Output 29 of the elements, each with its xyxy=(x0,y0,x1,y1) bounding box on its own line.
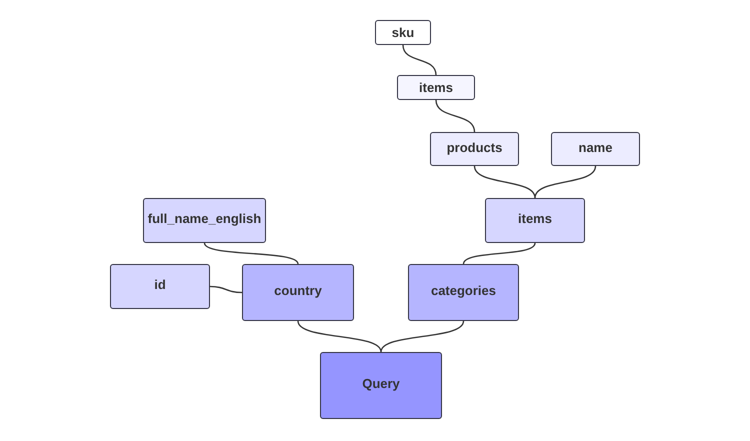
connector-line xyxy=(402,44,437,76)
connector-line xyxy=(204,242,299,264)
field-box xyxy=(485,198,585,243)
field-name: name xyxy=(578,140,612,154)
field-name: sku xyxy=(392,25,414,40)
field-box xyxy=(408,264,519,321)
field-name: full_name_english xyxy=(148,211,262,226)
field-name: Query xyxy=(362,376,400,391)
field-box xyxy=(110,264,210,309)
connector-line xyxy=(297,320,382,352)
field-box xyxy=(143,198,266,243)
connector-line xyxy=(534,166,596,198)
field-name: items xyxy=(518,211,552,226)
field-box xyxy=(551,132,640,166)
connector-line xyxy=(435,100,476,132)
field-name: country xyxy=(274,283,322,298)
field-name: id xyxy=(154,277,166,292)
field-box xyxy=(242,264,354,321)
connector-line xyxy=(210,286,242,294)
field-box xyxy=(397,75,475,100)
field-box xyxy=(375,20,431,45)
field-name: products xyxy=(446,140,502,154)
connector-line xyxy=(474,166,536,198)
field-name: items xyxy=(419,80,453,95)
connector-line xyxy=(462,242,536,264)
field-box xyxy=(430,132,519,166)
field-box xyxy=(320,352,442,419)
connector-line xyxy=(380,320,464,352)
field-name: categories xyxy=(430,283,496,298)
